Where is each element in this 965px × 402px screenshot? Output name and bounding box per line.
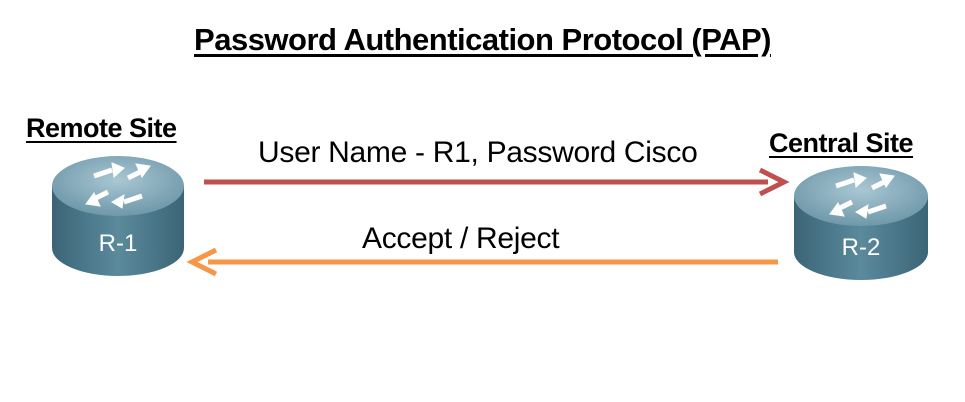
- response-message-label: Accept / Reject: [362, 222, 560, 255]
- request-arrow: [204, 167, 790, 197]
- router-r1-label: R-1: [98, 230, 138, 257]
- diagram-title: Password Authentication Protocol (PAP): [194, 22, 771, 57]
- request-message-label: User Name - R1, Password Cisco: [258, 136, 698, 169]
- router-r1: R-1: [48, 150, 188, 278]
- router-r2-label: R-2: [841, 234, 881, 261]
- central-site-label: Central Site: [769, 128, 914, 158]
- router-r2: R-2: [790, 162, 932, 282]
- remote-site-label: Remote Site: [26, 113, 177, 143]
- response-arrow: [186, 247, 778, 277]
- router-icon: [52, 156, 184, 276]
- router-icon: [794, 166, 928, 280]
